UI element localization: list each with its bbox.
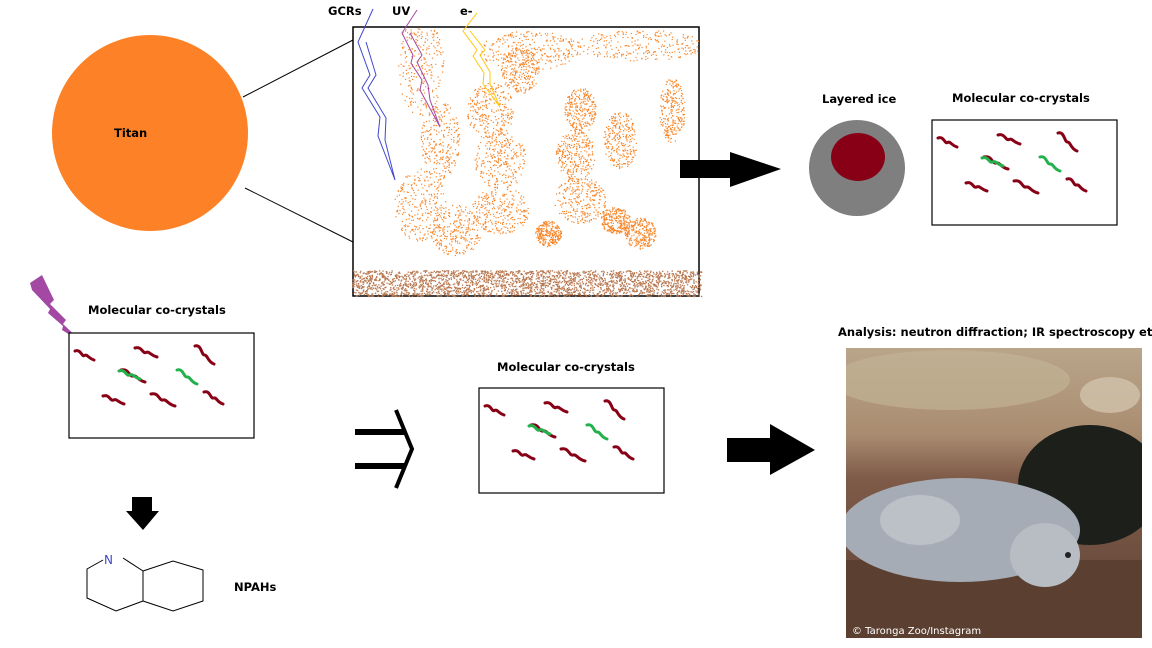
- gcr-label: GCRs: [328, 4, 362, 18]
- electron-label: e-: [460, 4, 473, 18]
- arrow-right-large-icon: [727, 424, 815, 475]
- host-molecule: [193, 344, 216, 366]
- arrow-down-icon: [126, 497, 159, 530]
- gcr-lightning-icon: [357, 8, 396, 181]
- host-molecule: [964, 181, 989, 193]
- host-molecule: [483, 404, 506, 417]
- host-molecule: [1065, 177, 1088, 193]
- host-molecule: [101, 394, 126, 406]
- ice-core: [831, 133, 885, 181]
- cocrystal-frame: [931, 119, 1118, 226]
- host-molecule: [936, 136, 959, 149]
- host-molecule: [612, 445, 635, 461]
- cocrystals-top-box: [931, 119, 1118, 226]
- zoom-line-bottom: [244, 187, 354, 243]
- cocrystals-middle-box: [478, 387, 665, 494]
- cocrystals-left-label: Molecular co-crystals: [88, 303, 226, 317]
- titan-label: Titan: [114, 126, 147, 140]
- guest-molecule: [1038, 155, 1062, 173]
- guest-molecule: [980, 156, 1005, 168]
- cocrystal-frame: [478, 387, 665, 494]
- lightning-icon: [30, 275, 83, 343]
- quinoline-structure: [86, 557, 204, 612]
- uv-label: UV: [392, 4, 410, 18]
- host-molecule: [559, 447, 587, 463]
- npah-label: NPAHs: [234, 580, 277, 594]
- host-molecule: [996, 133, 1022, 146]
- arrow-right-icon: [680, 152, 781, 187]
- host-molecule: [543, 401, 569, 414]
- guest-molecule: [117, 369, 142, 381]
- nitrogen-atom-label: N: [104, 553, 113, 567]
- layered-ice-label: Layered ice: [822, 92, 896, 106]
- photo-caption: © Taronga Zoo/Instagram: [852, 626, 981, 637]
- host-molecule: [1056, 131, 1079, 153]
- uv-lightning-icon: [401, 9, 441, 128]
- host-molecule: [603, 399, 626, 421]
- host-molecule: [149, 392, 177, 408]
- host-molecule: [202, 390, 225, 406]
- titan-circle: [52, 35, 248, 231]
- guest-molecule: [527, 424, 552, 436]
- cocrystal-frame: [68, 332, 255, 439]
- host-molecule: [1012, 179, 1040, 195]
- cocrystals-left-box: [68, 332, 255, 439]
- cocrystals-middle-label: Molecular co-crystals: [497, 360, 635, 374]
- implies-arrow-icon: [355, 409, 415, 489]
- guest-molecule: [585, 423, 609, 441]
- analysis-label: Analysis: neutron diffraction; IR spectr…: [838, 325, 1152, 339]
- host-molecule: [133, 346, 159, 359]
- guest-molecule: [175, 368, 199, 386]
- aerosol-particles: [352, 28, 703, 298]
- electron-lightning-icon: [462, 12, 501, 108]
- host-molecule: [511, 449, 536, 461]
- atmosphere-box: [352, 26, 703, 298]
- zoom-line-top: [242, 39, 354, 98]
- cocrystals-top-label: Molecular co-crystals: [952, 91, 1090, 105]
- host-molecule: [73, 349, 96, 362]
- wombat-echidna-photo: [846, 348, 1142, 638]
